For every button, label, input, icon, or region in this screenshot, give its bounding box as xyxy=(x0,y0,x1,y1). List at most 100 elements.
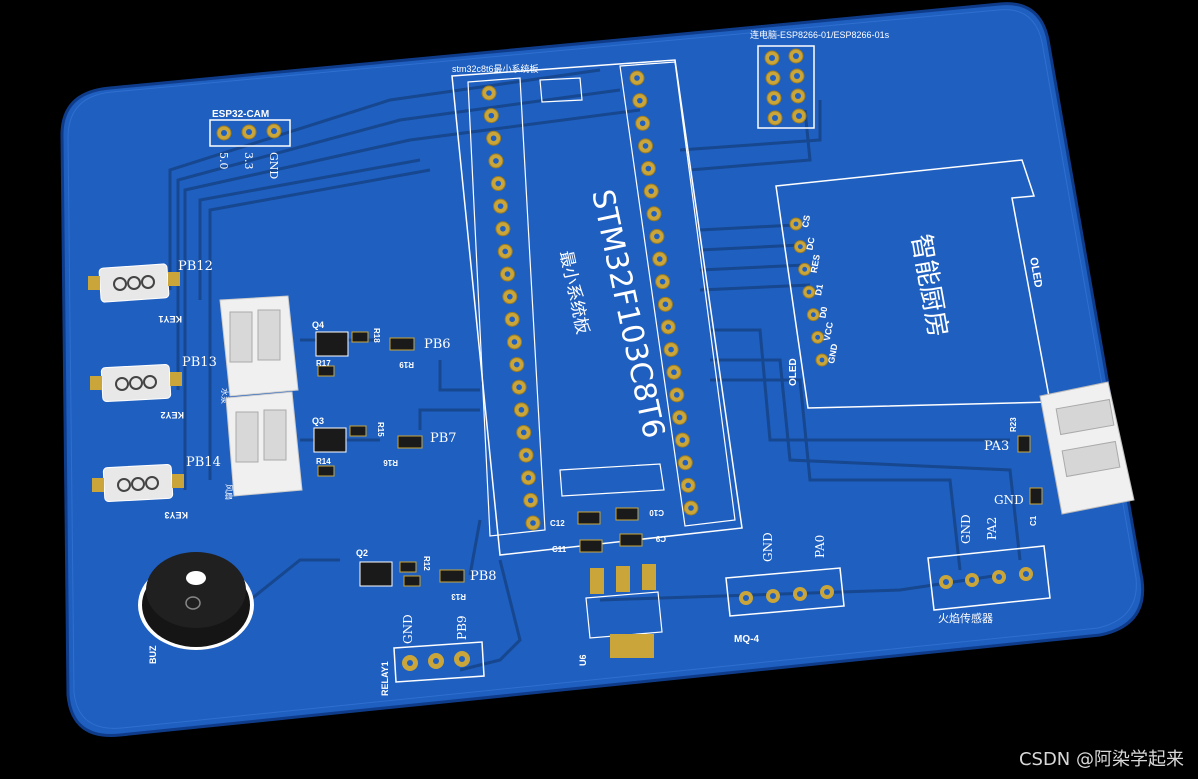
mcu-pin-hole xyxy=(668,346,674,353)
mcu-board-note: stm32c8t6最小系统板 xyxy=(452,63,539,74)
q4-label: Q4 xyxy=(312,320,324,330)
gnd-right-label: GND xyxy=(994,493,1024,507)
mcu-pin-hole xyxy=(516,384,522,391)
oled-pin-hole xyxy=(802,266,808,272)
mcu-pin-hole xyxy=(639,120,646,127)
r13-label: R13 xyxy=(451,592,466,601)
mcu-pin-hole xyxy=(654,233,660,240)
r12-label: R12 xyxy=(422,556,431,571)
relay-gnd-label: GND xyxy=(401,614,415,644)
mcu-pin-hole xyxy=(507,293,513,300)
mcu-pin-hole xyxy=(662,301,669,308)
wifi-note: 连电脑-ESP8266-01/ESP8266-01s xyxy=(750,29,890,40)
mcu-pin-hole xyxy=(642,143,649,149)
mcu-pin-hole xyxy=(659,278,666,285)
mcu-pin-hole xyxy=(497,203,504,209)
u6-label: U6 xyxy=(578,654,588,666)
flame-gnd-label: GND xyxy=(959,514,973,544)
mcu-pin-hole xyxy=(509,316,515,323)
mcu-pin-hole xyxy=(488,112,495,119)
mcu-pin-hole xyxy=(530,520,536,526)
key3-label: KEY3 xyxy=(164,510,188,520)
watermark: CSDN @阿染学起来 xyxy=(1018,749,1184,770)
mcu-pin-hole xyxy=(651,210,657,217)
oled-pin-label: DC xyxy=(804,236,816,251)
mcu-pin-hole xyxy=(511,339,518,345)
q3-group: Q3 R15 R14 R16 PB7 xyxy=(312,416,457,477)
c1-label: C1 xyxy=(1029,515,1038,526)
r23-label: R23 xyxy=(1009,417,1018,432)
mcu-pin-hole xyxy=(527,497,534,504)
r18-label: R18 xyxy=(372,328,381,343)
mcu-pin-hole xyxy=(513,361,520,368)
r17-label: R17 xyxy=(316,359,331,368)
oled-pin-label: RES xyxy=(809,254,822,274)
oled-bottom-label: OLED xyxy=(788,358,799,386)
oled-pin-hole xyxy=(797,244,803,250)
oled-pin-label: VCC xyxy=(822,321,835,342)
oled-pin-hole xyxy=(810,312,816,318)
pa3-label: PA3 xyxy=(984,439,1009,454)
pb8-label: PB8 xyxy=(470,569,497,584)
mcu-pin-hole xyxy=(518,407,525,413)
mcu-pin-hole xyxy=(486,90,492,96)
esp32-cam-label: ESP32-CAM xyxy=(212,109,269,120)
r16-label: R16 xyxy=(383,458,398,467)
mcu-pin-hole xyxy=(520,429,527,436)
fan-label: 风扇 xyxy=(224,484,234,500)
pin-3v3-label: 3.3 xyxy=(242,152,255,170)
mcu-pin-hole xyxy=(637,97,643,104)
mcu-pin-hole xyxy=(634,75,640,81)
mcu-pin-hole xyxy=(688,505,694,511)
relay-pb9-label: PB9 xyxy=(455,615,469,640)
mcu-pin-hole xyxy=(679,437,686,443)
c11-label: C11 xyxy=(552,545,567,554)
buzzer: BUZ xyxy=(138,552,254,664)
oled-pin-label: D0 xyxy=(817,306,829,319)
mq4-pa0-label: PA0 xyxy=(813,535,827,558)
mcu-pin-hole xyxy=(495,180,502,187)
buz-label: BUZ xyxy=(148,645,158,664)
q2-label: Q2 xyxy=(356,548,368,558)
oled-pin-label: CS xyxy=(800,214,812,228)
flame-label: 火焰传感器 xyxy=(938,611,993,625)
mcu-pin-hole xyxy=(665,324,672,330)
q3-label: Q3 xyxy=(312,416,324,426)
mq4-header: MQ-4 GND PA0 xyxy=(725,532,845,645)
mcu-pin-hole xyxy=(648,188,655,194)
mcu-pin-hole xyxy=(500,225,506,232)
c9-label: C9 xyxy=(655,534,666,543)
oled-pin-hole xyxy=(793,221,799,227)
pump-connector: 风扇 xyxy=(224,391,303,500)
mcu-pin-hole xyxy=(673,392,680,398)
esp8266-header: 连电脑-ESP8266-01/ESP8266-01s xyxy=(750,29,890,129)
q4-group: Q4 R18 R17 R19 PB6 xyxy=(312,320,451,377)
mcu-pin-hole xyxy=(490,135,497,142)
mcu-pin-hole xyxy=(502,248,509,255)
oled-pin-hole xyxy=(806,289,812,295)
pump-label: 水泵 xyxy=(220,388,230,404)
c10-label: C10 xyxy=(649,508,664,517)
mcu-pin-hole xyxy=(656,256,663,262)
mcu-pin-hole xyxy=(523,452,529,458)
pin-5v-label: 5.0 xyxy=(217,152,230,170)
mcu-pin-hole xyxy=(493,158,499,164)
mq4-gnd-label: GND xyxy=(761,532,775,562)
pb12-label: PB12 xyxy=(178,259,213,274)
key1-switch: PB12 KEY1 xyxy=(88,259,213,324)
mcu-pin-hole xyxy=(685,482,691,489)
mq4-label: MQ-4 xyxy=(734,634,759,645)
fan-connector: 水泵 xyxy=(219,295,299,404)
relay-header: RELAY1 GND PB9 xyxy=(380,614,485,696)
flame-sensor-header: 火焰传感器 GND PA2 xyxy=(927,514,1051,625)
r19-label: R19 xyxy=(399,360,414,369)
left-pin-row xyxy=(481,85,541,531)
pb6-label: PB6 xyxy=(424,337,451,352)
relay-label: RELAY1 xyxy=(380,661,390,696)
oled-pin-label: D1 xyxy=(813,283,825,296)
u6-regulator: U6 C12 C11 C10 C9 xyxy=(550,463,666,666)
esp32-cam-header: ESP32-CAM 5.0 3.3 GND xyxy=(209,109,291,179)
mcu-pin-hole xyxy=(682,459,689,466)
oled-pin-label: GND xyxy=(826,342,839,364)
